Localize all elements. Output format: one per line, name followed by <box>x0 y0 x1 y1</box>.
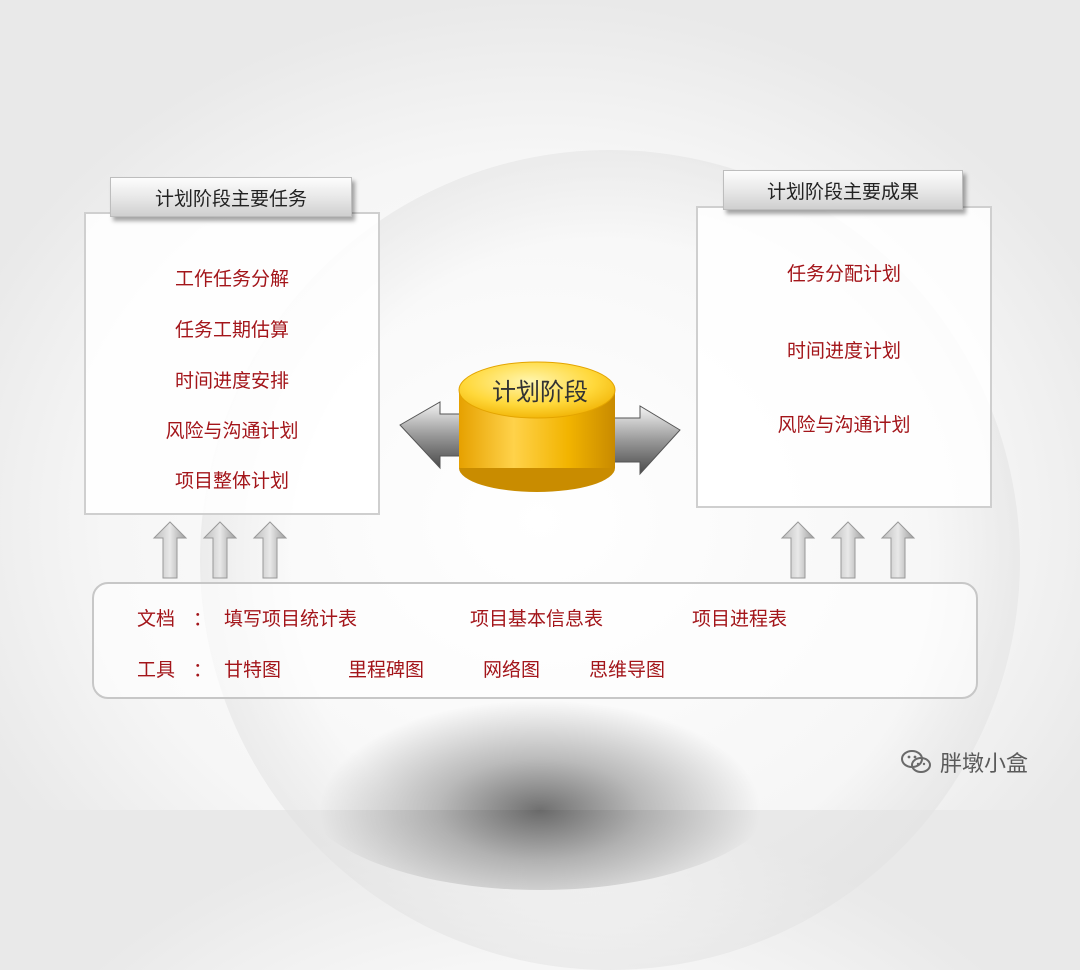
docs-tools-box <box>92 582 978 699</box>
result-item: 任务分配计划 <box>786 263 901 285</box>
tool-item: 网络图 <box>483 659 541 681</box>
results-panel-title: 计划阶段主要成果 <box>723 170 963 210</box>
tool-item: 思维导图 <box>589 659 666 681</box>
doc-item: 项目进程表 <box>692 608 788 630</box>
up-arrow-icon <box>880 521 916 579</box>
tasks-panel: 工作任务分解 任务工期估算 时间进度安排 风险与沟通计划 项目整体计划 <box>84 212 380 515</box>
tools-colon: ： <box>193 659 213 681</box>
up-arrow-icon <box>152 521 188 579</box>
task-item: 风险与沟通计划 <box>165 420 299 442</box>
results-panel: 任务分配计划 时间进度计划 风险与沟通计划 <box>696 206 992 508</box>
tools-label: 工具 <box>137 659 176 681</box>
task-item: 任务工期估算 <box>174 319 289 341</box>
docs-colon: ： <box>193 608 213 630</box>
docs-label: 文档 <box>137 608 176 630</box>
tool-item: 里程碑图 <box>348 659 425 681</box>
up-arrow-icon <box>780 521 816 579</box>
center-stage-graphic <box>399 361 681 492</box>
tasks-panel-title: 计划阶段主要任务 <box>110 177 352 217</box>
watermark-text: 胖墩小盒 <box>940 752 1029 777</box>
task-item: 项目整体计划 <box>174 470 289 492</box>
right-up-arrows <box>780 521 916 579</box>
result-item: 风险与沟通计划 <box>777 414 911 436</box>
tool-item: 甘特图 <box>224 659 282 681</box>
right-arrow-icon <box>604 405 681 476</box>
up-arrow-icon <box>252 521 288 579</box>
stage-label: 计划阶段 <box>492 378 588 406</box>
up-arrow-icon <box>202 521 238 579</box>
left-up-arrows <box>152 521 288 579</box>
task-item: 工作任务分解 <box>174 268 289 290</box>
background-shadow <box>300 690 780 890</box>
up-arrow-icon <box>830 521 866 579</box>
stage-coin-icon <box>458 361 616 492</box>
result-item: 时间进度计划 <box>786 340 901 362</box>
task-item: 时间进度安排 <box>174 370 289 392</box>
doc-item: 填写项目统计表 <box>224 608 358 630</box>
watermark: 胖墩小盒 <box>900 746 1028 778</box>
wechat-icon <box>901 750 931 773</box>
doc-item: 项目基本信息表 <box>470 608 604 630</box>
